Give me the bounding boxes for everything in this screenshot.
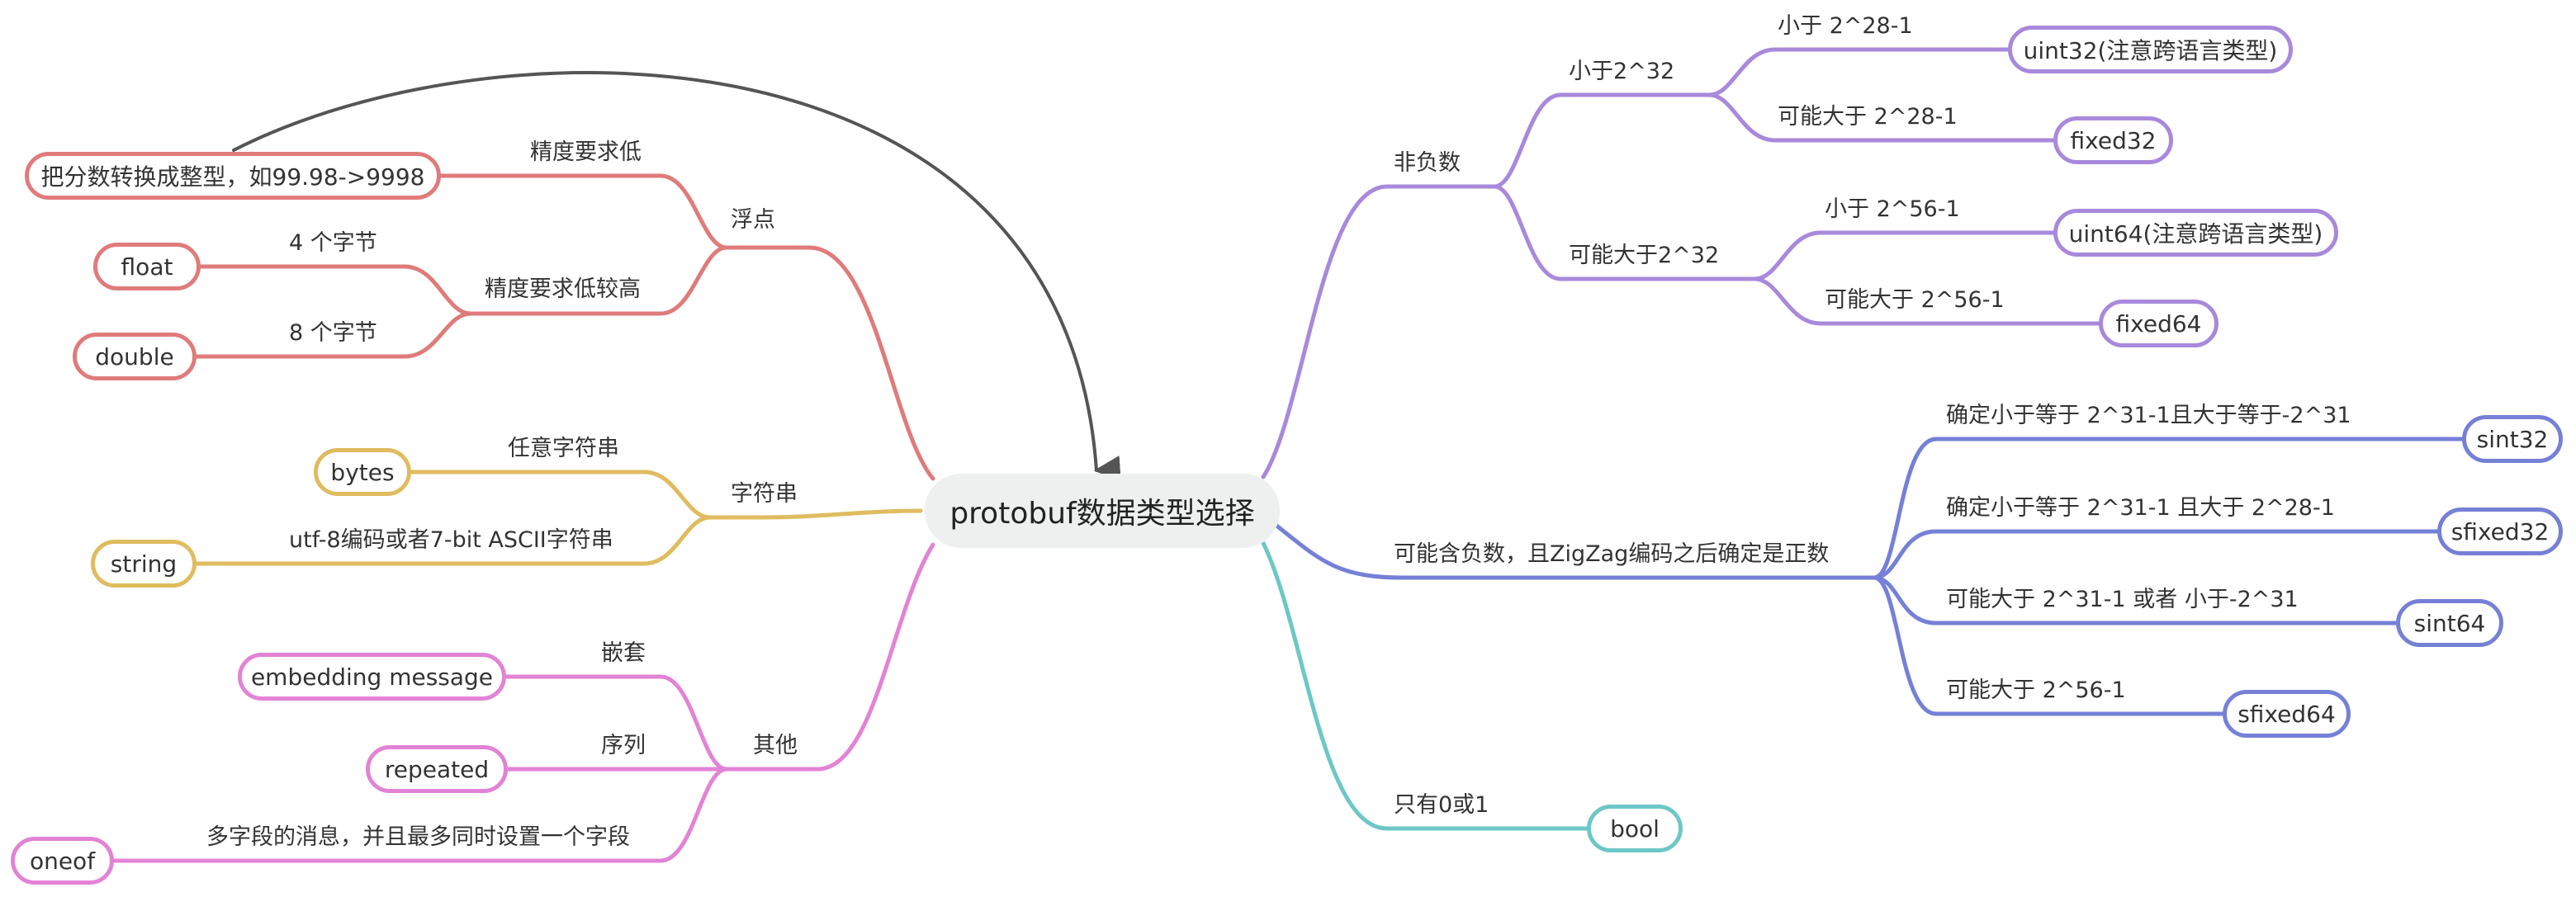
label-sequence[interactable]: 序列 (601, 733, 646, 758)
edge-root-nonneg (1261, 184, 1497, 479)
label-multi-field[interactable]: 多字段的消息，并且最多同时设置一个字段 (206, 824, 630, 850)
label-lt-2-28[interactable]: 小于 2^28-1 (1778, 13, 1913, 39)
leaf-sfixed32[interactable]: sfixed32 (2437, 508, 2563, 555)
edge-lt232-a (1707, 47, 2013, 97)
leaf-repeated[interactable]: repeated (366, 745, 508, 793)
edge-negative-a (1872, 437, 2467, 580)
edge-high-8bytes (192, 311, 473, 359)
edge-lt232-b (1707, 92, 2058, 143)
label-lt-2-56[interactable]: 小于 2^56-1 (1825, 196, 1960, 222)
edge-float-low (435, 173, 729, 250)
leaf-float[interactable]: float (93, 243, 201, 290)
leaf-fixed64[interactable]: fixed64 (2099, 300, 2218, 347)
edge-other-multi (109, 767, 729, 863)
edge-high-4bytes (196, 264, 473, 316)
leaf-uint32[interactable]: uint32(注意跨语言类型) (2008, 26, 2293, 73)
edge-string-utf8 (192, 515, 713, 566)
label-sfixed64-condition[interactable]: 可能大于 2^56-1 (1946, 677, 2126, 703)
leaf-fixed32[interactable]: fixed32 (2053, 116, 2173, 164)
label-sint64-condition[interactable]: 可能大于 2^31-1 或者 小于-2^31 (1946, 587, 2299, 612)
edge-negative-d (1872, 575, 2228, 716)
label-nested[interactable]: 嵌套 (601, 640, 646, 666)
leaf-embedding-message[interactable]: embedding message (238, 653, 506, 701)
label-lt-2-32[interactable]: 小于2^32 (1569, 59, 1675, 84)
edge-root-bool (1261, 541, 1592, 831)
branch-other[interactable]: 其他 (753, 733, 798, 758)
leaf-sfixed64[interactable]: sfixed64 (2223, 690, 2351, 738)
root-node[interactable]: protobuf数据类型选择 (925, 474, 1280, 548)
leaf-string[interactable]: string (91, 540, 197, 588)
branch-bool[interactable]: 只有0或1 (1394, 792, 1489, 818)
label-sint32-condition[interactable]: 确定小于等于 2^31-1且大于等于-2^31 (1946, 403, 2351, 428)
leaf-sint64[interactable]: sint64 (2396, 599, 2503, 647)
leaf-uint64[interactable]: uint64(注意跨语言类型) (2053, 209, 2338, 257)
label-higher-precision[interactable]: 精度要求低较高 (485, 276, 641, 302)
label-utf8-string[interactable]: utf-8编码或者7-bit ASCII字符串 (289, 527, 613, 553)
edge-root-other (724, 542, 935, 772)
relationship-arrow (232, 71, 1121, 482)
label-sfixed32-condition[interactable]: 确定小于等于 2^31-1 且大于 2^28-1 (1946, 495, 2335, 521)
label-low-precision[interactable]: 精度要求低 (530, 139, 642, 165)
edge-gt232-a (1752, 230, 2058, 281)
branch-nonneg[interactable]: 非负数 (1394, 150, 1461, 176)
leaf-bool[interactable]: bool (1587, 805, 1683, 852)
edge-nonneg-gt232 (1492, 184, 1757, 281)
leaf-oneof[interactable]: oneof (11, 837, 114, 885)
branch-negative[interactable]: 可能含负数，且ZigZag编码之后确定是正数 (1394, 541, 1830, 567)
branch-float[interactable]: 浮点 (731, 207, 775, 233)
label-any-string[interactable]: 任意字符串 (508, 436, 619, 461)
label-8-bytes[interactable]: 8 个字节 (289, 320, 377, 346)
edge-root-float (724, 245, 935, 481)
edge-gt232-b (1752, 276, 2104, 326)
edge-root-string (708, 508, 923, 520)
edge-string-any (406, 470, 713, 520)
edge-other-nested (501, 674, 729, 772)
leaf-bytes[interactable]: bytes (314, 448, 411, 496)
edge-nonneg-lt232 (1492, 92, 1712, 189)
leaf-double[interactable]: double (73, 333, 197, 380)
edge-root-negative (1273, 522, 1877, 580)
label-gt-2-32[interactable]: 可能大于2^32 (1569, 243, 1720, 268)
label-4-bytes[interactable]: 4 个字节 (289, 230, 377, 256)
edge-negative-b (1872, 529, 2442, 580)
label-gt-2-28[interactable]: 可能大于 2^28-1 (1778, 104, 1958, 130)
branch-string[interactable]: 字符串 (731, 481, 798, 507)
edge-negative-c (1872, 575, 2401, 626)
leaf-sint32[interactable]: sint32 (2462, 415, 2563, 463)
edge-float-high (468, 245, 729, 316)
label-gt-2-56[interactable]: 可能大于 2^56-1 (1825, 287, 2005, 313)
leaf-fraction-to-int[interactable]: 把分数转换成整型，如99.98->9998 (25, 152, 441, 200)
